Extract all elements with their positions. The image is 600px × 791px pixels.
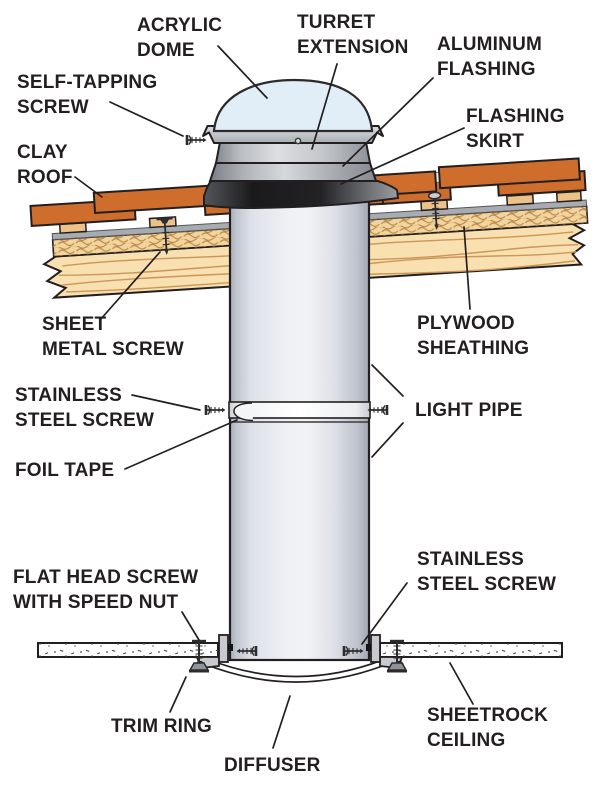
label-sheet-metal-screw: SHEET METAL SCREW — [42, 314, 184, 360]
foil-tape-curl — [233, 402, 254, 422]
leader-clay-roof — [74, 176, 103, 198]
label-diffuser: DIFFUSER — [224, 755, 321, 776]
label-trim-ring: TRIM RING — [111, 716, 213, 737]
flat-head-screw-left-icon — [188, 639, 210, 673]
label-acrylic-dome: ACRYLIC DOME — [137, 15, 223, 61]
aluminum-flashing-cone — [208, 162, 378, 182]
light-pipe — [228, 196, 371, 662]
label-sheetrock-ceiling: SHEETROCK CEILING — [427, 705, 549, 751]
label-plywood-sheathing: PLYWOOD SHEATHING — [417, 313, 530, 359]
diffuser-dome — [202, 659, 390, 682]
leader-turret-extension — [311, 63, 338, 150]
leader-aluminum-flashing — [342, 77, 434, 167]
label-flat-head-screw: FLAT HEAD SCREW WITH SPEED NUT — [13, 567, 199, 613]
leader-light-pipe-lower — [371, 422, 404, 458]
leader-foil-tape — [124, 419, 238, 470]
leader-stainless-left — [131, 394, 201, 411]
diffuser-outer-edge — [201, 662, 391, 683]
acrylic-dome-shape — [212, 78, 374, 133]
label-light-pipe: LIGHT PIPE — [415, 400, 523, 421]
roof-screw-right-icon — [427, 191, 442, 230]
leader-trim-ring — [169, 676, 187, 713]
junction-block-left — [228, 644, 233, 651]
sheet-metal-screw-icon — [156, 216, 173, 255]
stainless-screw-left-icon — [204, 403, 227, 417]
sheetrock-texture-right — [380, 643, 562, 657]
flat-head-screw-right-icon — [386, 639, 408, 673]
leader-flashing-skirt — [340, 127, 465, 185]
junction-block-right — [366, 644, 371, 651]
label-stainless-steel-screw-right: STAINLESS STEEL SCREW — [417, 549, 557, 595]
label-self-tapping-screw: SELF-TAPPING SCREW — [17, 72, 158, 118]
label-aluminum-flashing: ALUMINUM FLASHING — [437, 34, 543, 80]
label-stainless-steel-screw-left: STAINLESS STEEL SCREW — [15, 385, 155, 431]
flashing-skirt-shape — [203, 179, 400, 210]
leader-stainless-right — [361, 582, 408, 645]
label-flashing-skirt: FLASHING SKIRT — [466, 106, 565, 152]
leader-diffuser — [272, 695, 291, 749]
sheetrock-texture-left — [38, 643, 218, 657]
leader-self-tapping-screw — [109, 101, 184, 137]
leader-plywood-sheathing — [463, 226, 471, 310]
turret-dome-assembly — [202, 78, 400, 210]
label-turret-extension: TURRET EXTENSION — [297, 12, 409, 58]
leader-light-pipe-upper — [371, 364, 404, 397]
leader-acrylic-dome — [217, 45, 268, 99]
ceiling-assembly — [37, 634, 563, 683]
turret-extension-band — [214, 141, 372, 164]
diffuser-inner-edge — [206, 658, 386, 678]
leader-flat-head-screw — [181, 611, 200, 641]
leader-sheetrock-ceiling — [449, 662, 474, 705]
label-clay-roof: CLAY ROOF — [17, 142, 73, 188]
leader-sheet-metal-screw — [99, 251, 161, 321]
leader-lines — [74, 45, 474, 749]
turret-screw-hole — [294, 137, 302, 145]
label-foil-tape: FOIL TAPE — [15, 460, 115, 481]
